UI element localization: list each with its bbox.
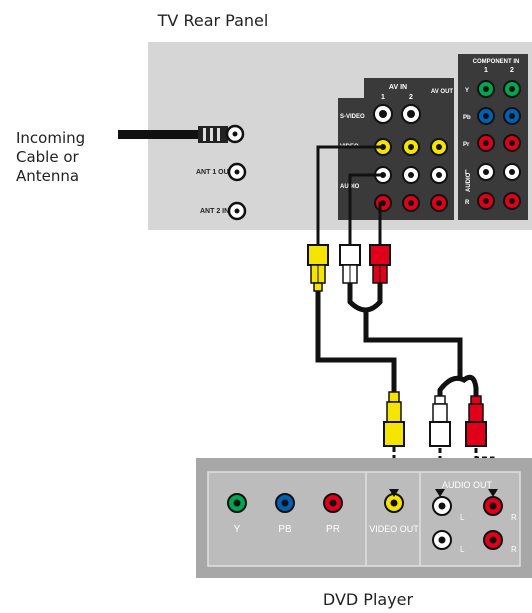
dvd-player-title: DVD Player bbox=[323, 590, 414, 609]
component-r-label: R bbox=[465, 200, 470, 206]
component-2-label: 2 bbox=[510, 67, 514, 74]
component-1-label: 1 bbox=[484, 67, 488, 74]
dvd-audio-out-label: AUDIO OUT bbox=[442, 480, 493, 490]
incoming-label: Incoming Cable or Antenna bbox=[16, 129, 85, 185]
component-in-panel: COMPONENT IN 1 2 Y Pb Pr L R AUDIO bbox=[458, 54, 528, 220]
dvd-y-label: Y bbox=[234, 524, 241, 535]
av-in-2-label: 2 bbox=[409, 94, 413, 101]
component-audio-label: AUDIO bbox=[466, 172, 472, 192]
antenna-jack-in bbox=[225, 124, 245, 144]
dvd-component-pr-jack bbox=[323, 493, 343, 513]
white-plug-tv-side bbox=[339, 244, 361, 284]
yellow-plug-tv-side bbox=[307, 244, 329, 292]
av-cable bbox=[315, 145, 495, 490]
ant2-in-label: ANT 2 IN bbox=[200, 208, 229, 215]
component-l-label: L bbox=[465, 170, 469, 176]
av-in-1-label: 1 bbox=[381, 94, 385, 101]
antenna-jack-ant1 bbox=[227, 162, 247, 182]
incoming-cable bbox=[118, 126, 228, 143]
arrowhead-audio-l bbox=[435, 489, 445, 497]
dvd-audio-l2-label: L bbox=[460, 545, 465, 554]
component-pb-label: Pb bbox=[463, 115, 471, 121]
av-out-label: AV OUT bbox=[431, 89, 454, 95]
tv-rear-panel-title: TV Rear Panel bbox=[157, 11, 269, 30]
svideo-label: S-VIDEO bbox=[340, 114, 365, 120]
red-plug-dvd-side bbox=[465, 395, 487, 447]
dvd-component-y-jack bbox=[227, 493, 247, 513]
component-y-label: Y bbox=[465, 88, 469, 94]
dvd-audio-r2-jack bbox=[483, 530, 503, 550]
dvd-video-out-label: VIDEO OUT bbox=[369, 524, 419, 534]
dvd-jack-area bbox=[207, 471, 521, 567]
dvd-audio-r2-label: R bbox=[511, 545, 517, 554]
arrowhead-audio-r bbox=[488, 489, 498, 497]
antenna-jack-ant2 bbox=[227, 201, 247, 221]
component-pr-label: Pr bbox=[463, 142, 470, 148]
dvd-audio-l-label: L bbox=[460, 513, 465, 522]
dvd-audio-l2-jack bbox=[432, 530, 452, 550]
white-plug-dvd-side bbox=[429, 395, 451, 447]
arrowhead-video bbox=[389, 489, 399, 497]
svg-text:Antenna: Antenna bbox=[16, 167, 79, 185]
yellow-plug-dvd-side bbox=[383, 391, 405, 447]
dvd-pr-label: PR bbox=[326, 524, 340, 535]
dvd-audio-out-l-jack bbox=[432, 496, 452, 516]
dvd-pb-label: PB bbox=[278, 524, 292, 535]
svg-text:Cable or: Cable or bbox=[16, 148, 80, 166]
dvd-component-pb-jack bbox=[275, 493, 295, 513]
red-plug-tv-side bbox=[369, 244, 391, 284]
svg-text:Incoming: Incoming bbox=[16, 129, 85, 147]
av-in-label: AV IN bbox=[389, 84, 407, 91]
av-jack-panel: AV IN AV OUT 1 2 S-VIDEO VIDEO AUDIO bbox=[338, 78, 454, 220]
component-in-label: COMPONENT IN bbox=[473, 59, 520, 65]
ant1-out-label: ANT 1 OUT bbox=[196, 169, 234, 176]
dvd-audio-out-r-jack bbox=[483, 496, 503, 516]
dvd-video-out-jack bbox=[384, 493, 404, 513]
dvd-audio-r-label: R bbox=[511, 513, 517, 522]
